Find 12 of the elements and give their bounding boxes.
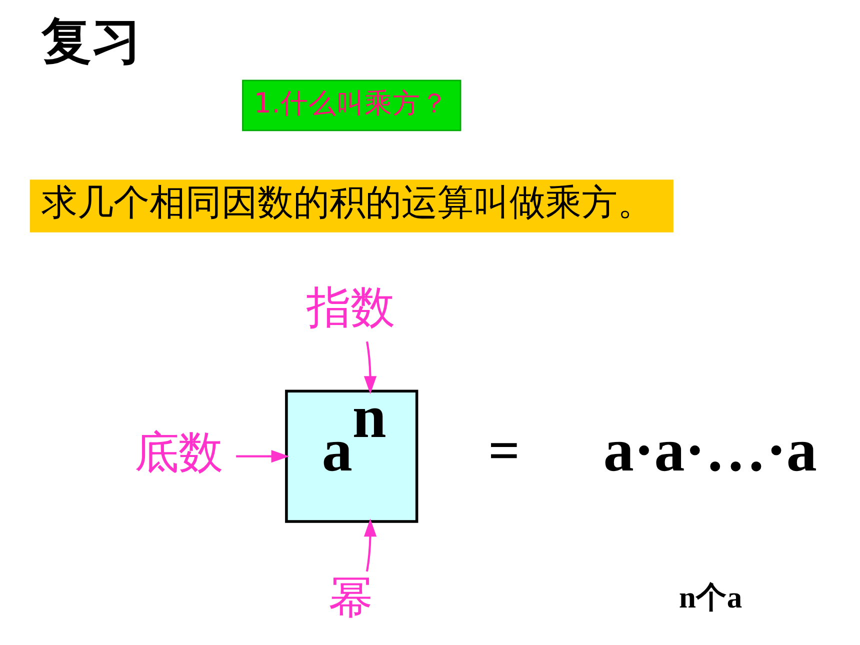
node-box: 求几个相同因数的积的运算叫做乘方。 <box>30 180 674 232</box>
diagram-title: 复习 <box>42 12 142 70</box>
node-text: 幂 <box>328 572 373 624</box>
node-box: 1.什么叫乘方？ <box>242 80 462 132</box>
label: a·a·…·a <box>603 417 817 484</box>
node-text: 指数 <box>306 282 395 334</box>
node-text: 底数 <box>134 428 223 479</box>
label: = <box>488 420 520 481</box>
arrow <box>364 518 377 572</box>
arrow <box>364 341 377 394</box>
arrow <box>236 450 290 463</box>
label: n个a <box>678 580 742 615</box>
